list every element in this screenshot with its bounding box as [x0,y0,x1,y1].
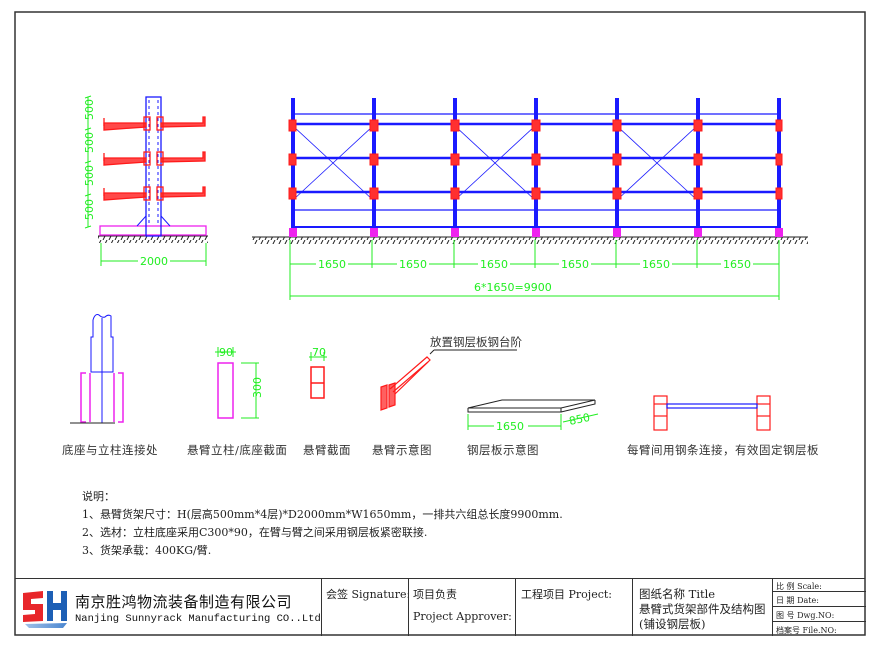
bay-dim-2: 1650 [399,258,427,271]
project-cell: 工程项目 Project: [515,579,632,636]
title-block: 南京胜鸿物流装备制造有限公司 Nanjing Sunnyrack Manufac… [15,578,866,636]
side-view: 500 500 500 500 2000 [83,95,208,268]
drawing-frame [14,11,866,636]
front-view: 1650 1650 1650 1650 1650 1650 6*1650=990… [252,98,808,300]
level-dim-3: 500 [83,165,96,186]
company-logo-icon [23,591,67,628]
column-width-dim: 90 [219,346,233,359]
date-field: 日 期 Date: [773,593,866,607]
deck-length-dim: 1650 [496,420,524,433]
total-length-dim: 6*1650=9900 [474,281,552,294]
title-cell: 图纸名称 Title 悬臂式货架部件及结构图 (铺设钢层板) [632,579,772,636]
arm-width-dim: 70 [312,346,326,359]
column-section-detail [215,347,259,419]
note-item-1: 1、悬臂货架尺寸：H(层高500mm*4层)*D2000mm*W1650mm，一… [82,508,563,521]
deck-width-dim: 850 [568,411,591,428]
base-column-joint-detail [70,314,124,424]
company-name-cn: 南京胜鸿物流装备制造有限公司 [75,593,293,611]
note-item-2: 2、选材：立柱底座采用C300*90，在臂与臂之间采用钢层板紧密联接. [82,526,428,539]
level-dim-4: 500 [83,199,96,220]
bay-dim-5: 1650 [642,258,670,271]
scale-field: 比 例 Scale: [773,579,866,592]
bay-dim-6: 1650 [723,258,751,271]
drawing-title-line2: (铺设钢层板) [639,617,706,631]
drawing-title-line1: 悬臂式货架部件及结构图 [639,602,766,616]
arm-sketch-detail [380,349,517,411]
dwg-no-field: 图 号 Dwg.NO: [773,608,866,622]
file-no-field: 档案号 File.NO: [776,626,837,635]
arm-section-detail [309,352,327,399]
caption-arm-section: 悬臂截面 [303,443,351,457]
approver-label-en: Project Approver: [413,610,512,623]
project-label: 工程项目 Project: [521,588,612,601]
note-item-3: 3、货架承载：400KG/臂. [82,544,212,557]
level-dim-2: 500 [83,132,96,153]
notes-section: 说明： 1、悬臂货架尺寸：H(层高500mm*4层)*D2000mm*W1650… [82,488,563,560]
caption-tie-sketch: 每臂间用钢条连接，有效固定钢层板 [627,443,819,457]
meta-cell: 比 例 Scale: 日 期 Date: 图 号 Dwg.NO: 档案号 Fil… [772,579,866,636]
signature-cell: 会签 Signature: [321,579,411,636]
caption-arm-sketch: 悬臂示意图 [372,443,432,457]
column-height-dim: 300 [251,377,264,398]
bay-dim-4: 1650 [561,258,589,271]
caption-deck-sketch: 钢层板示意图 [467,443,539,457]
arm-callout-text: 放置钢层板钢台阶 [430,335,522,349]
caption-column-section: 悬臂立柱/底座截面 [187,443,288,457]
company-name-en: Nanjing Sunnyrack Manufacturing CO..Ltd [75,613,321,625]
bay-dim-1: 1650 [318,258,346,271]
bay-dim-3: 1650 [480,258,508,271]
caption-base-column-joint: 底座与立柱连接处 [62,443,158,457]
approver-cell: 项目负责 Project Approver: [408,579,515,636]
signature-label: 会签 Signature: [326,588,411,601]
notes-heading: 说明： [82,490,115,503]
tie-sketch-detail [653,395,771,431]
drawing-title-label: 图纸名称 Title [639,587,716,601]
company-cell: 南京胜鸿物流装备制造有限公司 Nanjing Sunnyrack Manufac… [15,579,321,636]
level-dim-1: 500 [83,99,96,120]
depth-dim: 2000 [140,255,168,268]
approver-label-cn: 项目负责 [413,588,457,601]
